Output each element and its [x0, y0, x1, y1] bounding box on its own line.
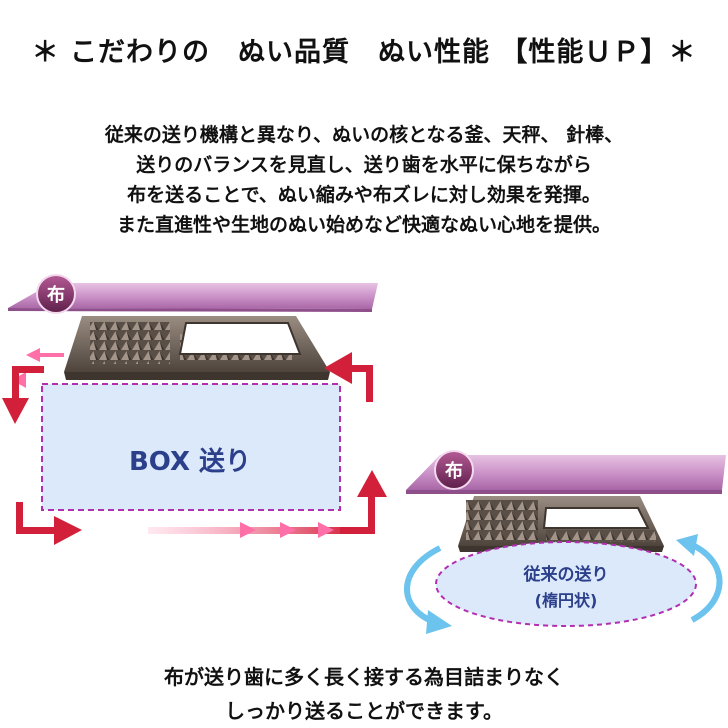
feed-dog-conventional: [458, 496, 664, 552]
cloth-label: 布: [47, 284, 65, 306]
description-line: また直進性や生地のぬい始めなど快適なぬい心地を提供。: [116, 214, 611, 236]
cloth-badge-box: 布: [36, 274, 76, 314]
feed-dog-box: [64, 316, 330, 380]
arrow-right-up: [340, 470, 387, 534]
conventional-sublabel: (楕円状): [535, 591, 598, 610]
description-line: 従来の送り機構と異なり、ぬいの核となる釜、天秤、 針棒、: [104, 124, 624, 146]
cloth-badge-conventional: 布: [434, 450, 474, 490]
cloth-label: 布: [445, 460, 463, 482]
page-heading: ＊ こだわりの ぬい品質 ぬい性能 【性能ＵＰ】＊: [31, 37, 697, 68]
box-feed-area: BOX 送り: [41, 383, 341, 511]
arrow-left-down: [2, 366, 44, 424]
footer-line: 布が送り歯に多く長く接する為目詰まりなく: [164, 665, 564, 689]
box-motion-arrows: [2, 348, 387, 545]
box-feed-label: BOX 送り: [129, 447, 251, 477]
conventional-label: 従来の送り: [523, 564, 609, 585]
footer-line: しっかり送ることができます。: [225, 699, 503, 723]
cloth-bar-conventional: [406, 455, 726, 494]
description: 従来の送り機構と異なり、ぬいの核となる釜、天秤、 針棒、 送りのバランスを見直し…: [0, 120, 728, 240]
arrow-bottom-left: [16, 502, 82, 545]
footer-note: 布が送り歯に多く長く接する為目詰まりなく しっかり送ることができます。: [0, 660, 728, 728]
arrow-bottom-right: [148, 522, 354, 538]
cloth-bar-box: [8, 283, 378, 312]
description-line: 送りのバランスを見直し、送り歯を水平に保ちながら: [136, 154, 592, 176]
description-line: 布を送ることで、ぬい縮みや布ズレに対し効果を発揮。: [127, 184, 601, 206]
conventional-feed-area: 従来の送り (楕円状): [435, 541, 697, 627]
arrow-top-right: [324, 352, 373, 402]
elliptical-motion-arrows: [404, 534, 723, 634]
